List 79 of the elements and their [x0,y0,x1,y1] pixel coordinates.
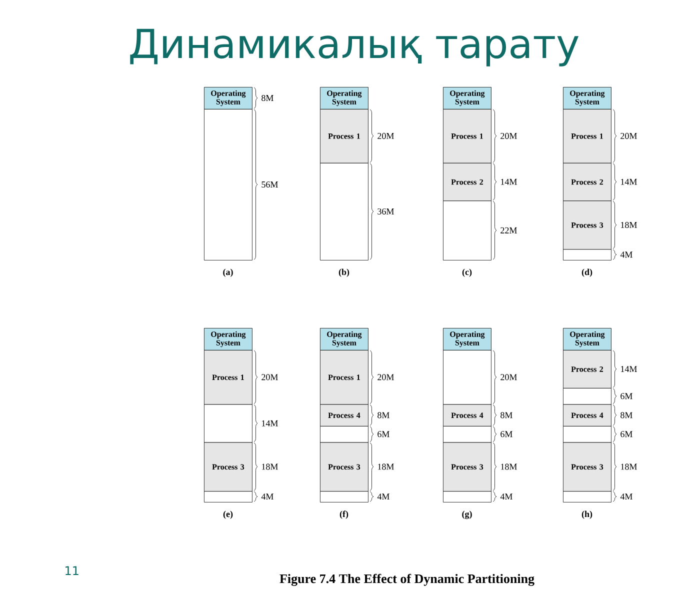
size-label: 6M [620,393,632,400]
size-label: 8M [620,412,632,418]
size-label: 20M [620,132,637,139]
panel-label: (b) [338,268,350,277]
os-segment: Operating System [320,328,368,350]
free-segment [443,200,492,260]
process-segment: Process 2 [563,350,612,388]
panel-label: (a) [223,268,233,277]
panel-label: (g) [462,510,472,519]
page-number: 11 [66,566,78,575]
size-label: 20M [500,132,517,139]
size-label: 6M [500,431,512,438]
process-segment: Process 2 [563,162,612,202]
process-segment: Process 1 [320,109,368,164]
os-segment: Operating System [443,87,492,110]
size-label: 14M [621,366,637,372]
process-segment: Process 3 [563,200,612,250]
os-segment: Operating System [320,87,368,110]
size-label: 4M [620,494,632,500]
process-segment: Process 1 [204,350,252,405]
free-segment [443,426,492,443]
size-label: 4M [620,252,632,258]
size-label: 20M [378,374,394,380]
process-segment: Process 3 [320,442,368,492]
process-segment: Process 1 [443,109,492,164]
size-label: 18M [621,222,637,228]
panel-label: (d) [582,268,592,277]
size-label: 36M [378,208,394,214]
free-segment [320,162,368,260]
free-segment [563,388,612,405]
os-segment: Operating System [563,87,612,110]
free-segment [204,109,252,260]
free-segment [563,426,612,443]
process-segment: Process 3 [563,442,612,492]
size-label: 8M [500,412,512,418]
free-segment [563,249,612,260]
os-segment: Operating System [563,328,612,350]
free-segment [204,491,252,502]
free-segment [320,426,368,443]
size-label: 18M [262,464,278,470]
size-label: 6M [378,431,390,438]
size-label: 56M [262,181,278,188]
size-label: 18M [621,464,637,470]
process-segment: Process 4 [320,404,368,426]
size-label: 8M [378,412,390,418]
panel-label: (e) [223,510,233,519]
process-segment: Process 2 [443,162,492,202]
process-segment: Process 4 [443,404,492,426]
process-segment: Process 3 [204,442,252,492]
size-label: 18M [501,464,517,470]
free-segment [563,491,612,502]
process-segment: Process 1 [563,109,612,164]
panel-label: (f) [340,510,348,519]
free-segment [443,491,492,502]
slide-title: Динамикалық тарату [130,28,579,66]
free-segment [204,404,252,443]
os-segment: Operating System [204,328,252,350]
panel-label: (h) [582,510,592,519]
size-label: 4M [500,494,512,500]
free-segment [443,350,492,405]
os-segment: Operating System [443,328,492,350]
figure-caption: Figure 7.4 The Effect of Dynamic Partitioning [280,574,534,586]
size-label: 8M [262,94,274,102]
size-label: 18M [378,464,394,470]
size-label: 20M [262,374,278,380]
size-label: 4M [377,494,390,500]
os-segment: Operating System [204,87,252,110]
process-segment: Process 4 [563,404,612,426]
panel-label: (c) [462,268,472,277]
size-label: 14M [262,420,278,426]
size-label: 20M [378,132,394,139]
size-label: 6M [620,431,632,438]
size-label: 22M [500,227,517,234]
free-segment [320,491,368,502]
size-label: 20M [500,374,517,380]
size-label: 14M [501,178,517,185]
size-label: 14M [621,178,637,185]
size-label: 4M [261,494,274,500]
process-segment: Process 3 [443,442,492,492]
